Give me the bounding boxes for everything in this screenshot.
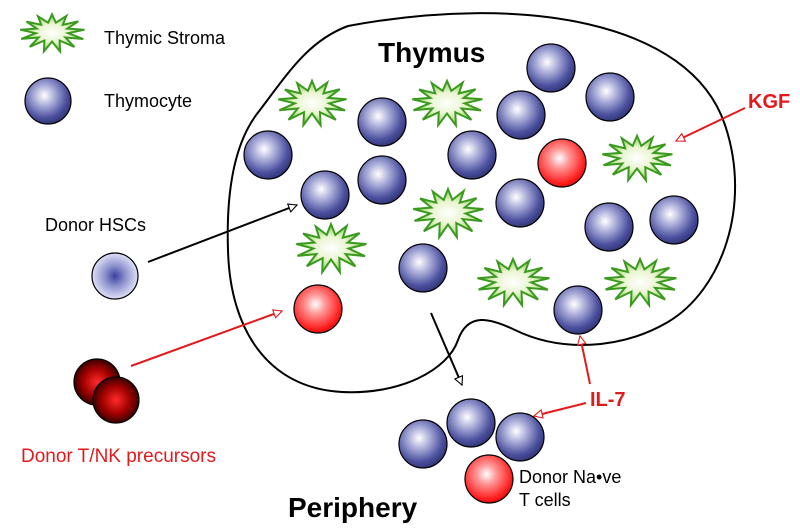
- donor-naive-label-line1: Donor Na•ve: [519, 467, 621, 487]
- thymocyte: [243, 130, 293, 180]
- thymocyte: [585, 72, 635, 122]
- thymus-title: Thymus: [378, 37, 485, 68]
- thymocyte: [398, 419, 448, 469]
- donor-hsc-cell: [91, 252, 139, 300]
- stroma-cell: [278, 78, 347, 129]
- stroma-cell: [604, 256, 677, 309]
- thymocyte: [649, 195, 699, 245]
- donor-hscs-label: Donor HSCs: [45, 215, 146, 235]
- stroma-cell: [412, 78, 483, 129]
- legend-thymocyte-label: Thymocyte: [104, 91, 192, 111]
- il7-arrow-periphery: [534, 402, 587, 416]
- thymocyte: [398, 243, 448, 293]
- precursor-arrow: [130, 311, 282, 367]
- hsc-arrow: [147, 205, 297, 263]
- stroma-cell: [296, 221, 367, 276]
- stroma-cells: [278, 78, 677, 309]
- precursor-cell: [92, 376, 140, 424]
- exit-arrow: [430, 312, 462, 385]
- thymus-outline: [226, 12, 737, 394]
- il7-arrow-thymus: [580, 336, 591, 385]
- donor-naive-label-line2: T cells: [519, 490, 571, 510]
- donor-red-cell: [537, 138, 587, 188]
- thymocytes: [243, 43, 699, 335]
- thymocyte: [496, 90, 546, 140]
- periphery-title: Periphery: [288, 492, 418, 523]
- legend-thymocyte-icon: [24, 77, 72, 125]
- thymocyte: [584, 202, 634, 252]
- thymocyte: [447, 130, 497, 180]
- thymocyte: [357, 155, 407, 205]
- thymocyte: [495, 178, 545, 228]
- thymocyte: [495, 412, 545, 462]
- legend-stroma-label: Thymic Stroma: [104, 28, 226, 48]
- stroma-cell: [477, 256, 550, 309]
- thymocyte: [357, 97, 407, 147]
- legend: Thymic Stroma Thymocyte: [19, 12, 226, 125]
- il7-label: IL-7: [590, 389, 626, 411]
- thymocyte: [526, 43, 576, 93]
- stroma-cell: [413, 186, 484, 241]
- donor-tnk-label: Donor T/NK precursors: [21, 446, 216, 467]
- thymocyte: [300, 170, 350, 220]
- donor-naive-cell: [464, 454, 514, 504]
- thymocyte: [446, 398, 496, 448]
- donor-red-cell: [293, 284, 343, 334]
- periphery-cells: [398, 398, 545, 504]
- legend-stroma-icon: [19, 12, 85, 55]
- kgf-arrow: [676, 107, 746, 142]
- kgf-label: KGF: [748, 91, 790, 113]
- thymocyte: [553, 285, 603, 335]
- stroma-cell: [602, 133, 673, 184]
